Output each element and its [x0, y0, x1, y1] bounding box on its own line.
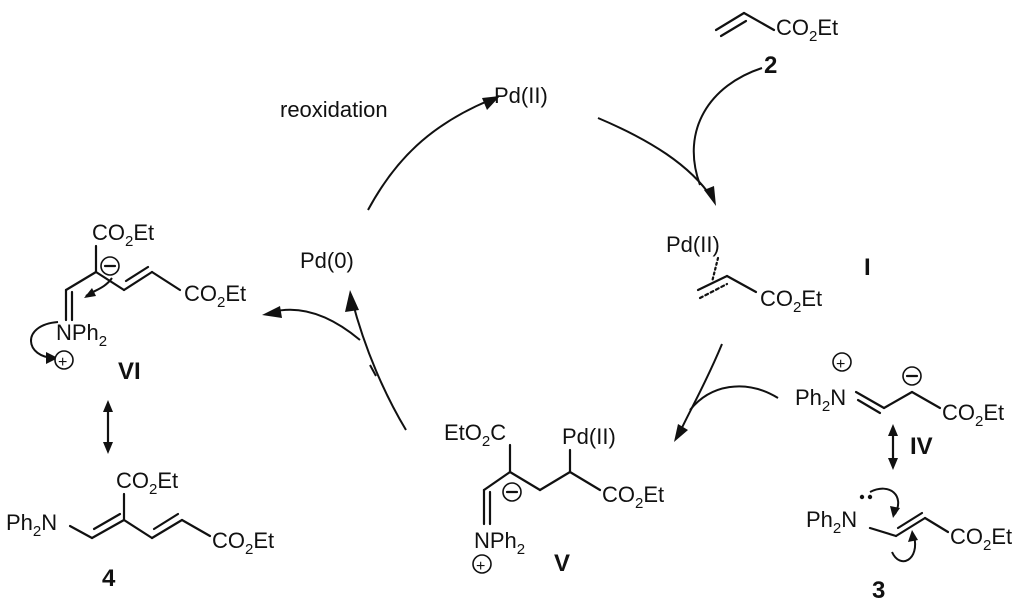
svg-text:CO2Et: CO2Et	[760, 286, 822, 316]
intermediate-IV: + Ph2N CO2Et IV	[795, 352, 1004, 460]
cycle-arrow-pd2-to-I	[597, 117, 716, 206]
cycle-arrow-V-to-pd0	[345, 290, 407, 431]
arrow-acrylate-entry	[692, 67, 763, 186]
resonance-arrow-VI-4	[103, 400, 113, 454]
svg-text:NPh2: NPh2	[56, 320, 107, 350]
intermediate-I: Pd(II) CO2Et I	[666, 232, 871, 316]
svg-text:CO2Et: CO2Et	[92, 220, 154, 250]
pd2-label: Pd(II)	[666, 232, 720, 257]
arrow-IV-entry	[689, 385, 779, 411]
svg-text:CO2Et: CO2Et	[116, 468, 178, 498]
svg-text:CO2Et: CO2Et	[212, 528, 274, 558]
svg-text:Ph2N: Ph2N	[795, 385, 846, 415]
pd2-catalyst-label: Pd(II)	[494, 83, 548, 108]
reoxidation-label: reoxidation	[280, 97, 388, 122]
intermediate-V: EtO2C Pd(II) CO2Et NPh2 + V	[444, 420, 664, 577]
cycle-arrow-V-to-VI	[262, 306, 361, 341]
svg-text:+: +	[58, 354, 67, 371]
svg-text:Ph2N: Ph2N	[6, 510, 57, 540]
intermediate-IV-label: IV	[910, 433, 933, 460]
svg-text:CO2Et: CO2Et	[602, 482, 664, 512]
resonance-arrow-IV-3	[888, 424, 898, 470]
compound-4-label: 4	[102, 565, 116, 592]
svg-text:EtO2C: EtO2C	[444, 420, 506, 450]
svg-text:+: +	[836, 356, 845, 373]
svg-text:Pd(II): Pd(II)	[562, 424, 616, 449]
svg-text:+: +	[476, 558, 485, 575]
svg-text:Ph2N: Ph2N	[806, 507, 857, 537]
intermediate-V-label: V	[554, 550, 570, 577]
co2et-text: CO	[776, 15, 809, 40]
compound-3: Ph2N CO2Et 3	[806, 487, 1012, 604]
intermediate-I-label: I	[864, 254, 871, 281]
svg-text:CO2Et: CO2Et	[776, 15, 838, 45]
pd0-label: Pd(0)	[300, 248, 354, 273]
compound-2-label: 2	[764, 52, 777, 79]
svg-text:CO2Et: CO2Et	[184, 281, 246, 311]
compound-3-label: 3	[872, 577, 885, 604]
compound-2: CO2Et 2	[714, 11, 838, 79]
svg-text:CO2Et: CO2Et	[942, 400, 1004, 430]
intermediate-VI-label: VI	[118, 358, 141, 385]
compound-4: CO2Et Ph2N CO2Et 4	[6, 468, 274, 592]
cycle-arrow-I-to-V	[674, 343, 723, 442]
intermediate-VI: CO2Et CO2Et NPh2 + VI	[30, 220, 246, 385]
svg-text:CO2Et: CO2Et	[950, 524, 1012, 554]
cycle-arrow-pd0-to-pd2	[367, 95, 500, 211]
svg-text:NPh2: NPh2	[474, 528, 525, 558]
